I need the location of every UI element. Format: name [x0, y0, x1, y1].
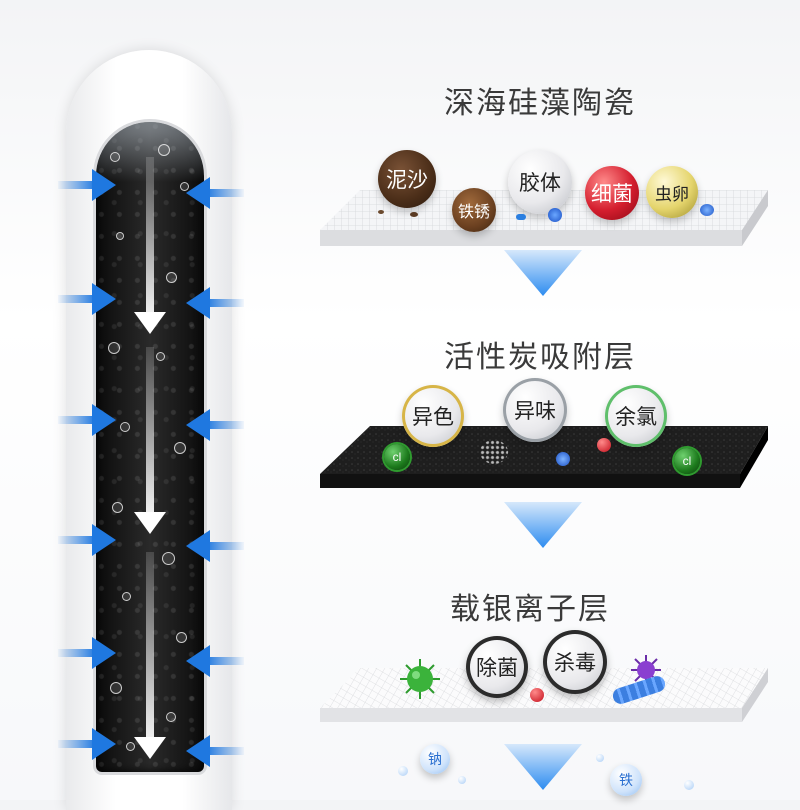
debris [410, 212, 418, 217]
water-droplet [684, 780, 694, 790]
chlorine-icon: cl [674, 448, 700, 474]
bacteria-icon [700, 204, 714, 216]
bubble [174, 442, 186, 454]
chevron-down-icon [504, 744, 582, 790]
bubble [166, 272, 177, 283]
debris [378, 210, 384, 214]
virus-icon [400, 659, 440, 699]
chevron-down-icon [504, 502, 582, 548]
mineral-iron: 铁 [610, 764, 642, 796]
bubble [158, 144, 170, 156]
bubble [162, 552, 175, 565]
bacteria-icon [548, 208, 562, 222]
bubble [176, 632, 187, 643]
arrow-right-icon [58, 728, 116, 760]
bubble [116, 232, 124, 240]
layer-title-carbon: 活性炭吸附层 [444, 341, 636, 374]
particle-chlorine: 余氯 [605, 385, 667, 447]
bubble [180, 182, 189, 191]
arrow-left-icon [186, 735, 244, 767]
bubble [126, 742, 135, 751]
arrow-right-icon [58, 404, 116, 436]
particle-mud: 泥沙 [378, 150, 436, 208]
bacteria-icon [530, 688, 544, 702]
particle-eggs: 虫卵 [646, 166, 698, 218]
water-droplet [596, 754, 604, 762]
particle-bacteria: 细菌 [585, 166, 639, 220]
silver-ion-filter-slab [320, 668, 768, 722]
particle-sterilize: 除菌 [466, 636, 528, 698]
arrow-right-icon [58, 524, 116, 556]
arrow-down-icon [134, 157, 166, 759]
arrow-left-icon [186, 645, 244, 677]
bubble [122, 592, 131, 601]
arrow-left-icon [186, 530, 244, 562]
water-droplet [398, 766, 408, 776]
bubble [110, 682, 122, 694]
particle-discoloration: 异色 [402, 385, 464, 447]
bubble [166, 712, 176, 722]
residue-dust [480, 440, 508, 464]
arrow-right-icon [58, 283, 116, 315]
bacteria-icon [516, 214, 526, 220]
bubble [108, 342, 120, 354]
bubble [156, 352, 165, 361]
particle-rust: 铁锈 [452, 188, 496, 232]
mineral-sodium: 钠 [420, 744, 450, 774]
chevron-down-icon [504, 250, 582, 296]
bubble [112, 502, 123, 513]
arrow-right-icon [58, 169, 116, 201]
particle-colloid: 胶体 [508, 150, 572, 214]
layer-title-ceramic: 深海硅藻陶瓷 [444, 87, 636, 120]
layer-title-silver-ion: 载银离子层 [450, 593, 610, 626]
arrow-left-icon [186, 409, 244, 441]
arrow-left-icon [186, 177, 244, 209]
particle-odor: 异味 [503, 378, 567, 442]
water-droplet [458, 776, 466, 784]
bacteria-icon [597, 438, 611, 452]
bacteria-icon [556, 452, 570, 466]
arrow-left-icon [186, 287, 244, 319]
bubble [120, 422, 130, 432]
arrow-right-icon [58, 637, 116, 669]
chlorine-icon: cl [384, 444, 410, 470]
filter-core [96, 122, 204, 772]
bubble [110, 152, 120, 162]
particle-antivirus: 杀毒 [543, 630, 607, 694]
